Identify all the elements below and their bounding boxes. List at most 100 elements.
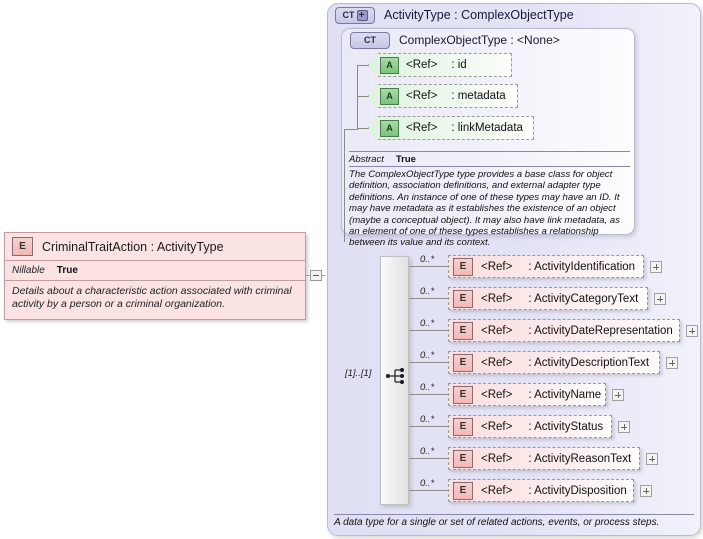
expand-button[interactable] <box>666 357 678 369</box>
cardinality-label: 0..* <box>420 350 435 361</box>
cardinality-label: 0..* <box>420 446 435 457</box>
element-badge-icon: E <box>453 417 473 436</box>
element-badge-icon: E <box>453 449 473 468</box>
attribute-row-metadata[interactable]: A <Ref> : metadata <box>368 84 518 108</box>
element-badge-icon: E <box>453 257 473 276</box>
expand-button[interactable] <box>654 293 666 305</box>
element-name: : ActivityDisposition <box>528 484 627 497</box>
attribute-name: : id <box>451 59 467 71</box>
cardinality-label: 0..* <box>420 318 435 329</box>
attribute-badge-icon: A <box>380 119 399 137</box>
sequence-cardinality-label: [1]..[1] <box>345 368 372 379</box>
element-wire <box>409 298 448 299</box>
element-description: Details about a characteristic action as… <box>12 285 292 310</box>
attribute-badge-icon: A <box>380 87 399 105</box>
element-property-nillable: Nillable True <box>5 261 305 281</box>
element-box-header: E CriminalTraitAction : ActivityType <box>5 233 305 261</box>
element-ref-label: <Ref> <box>481 356 513 369</box>
element-ref-label: <Ref> <box>481 484 513 497</box>
element-row-activityreasontext[interactable]: E <Ref> : ActivityReasonText <box>448 447 640 470</box>
expand-button[interactable] <box>646 453 658 465</box>
outer-panel-title: ActivityType : ComplexObjectType <box>384 8 574 22</box>
element-row-activitydescriptiontext[interactable]: E <Ref> : ActivityDescriptionText <box>448 351 660 374</box>
attribute-badge-icon: A <box>380 56 399 74</box>
sequence-icon <box>386 366 408 386</box>
inner-panel-description: The ComplexObjectType type provides a ba… <box>349 169 620 249</box>
attr-wire-metadata <box>357 96 369 97</box>
inner-panel-title: ComplexObjectType : <None> <box>399 33 560 47</box>
attr-tree-root-wire <box>344 129 358 130</box>
element-badge-icon: E <box>12 237 33 256</box>
inner-panel-info-block: Abstract True The ComplexObjectType type… <box>349 151 630 248</box>
element-ref-label: <Ref> <box>481 292 513 305</box>
element-wire <box>409 394 448 395</box>
element-ref-label: <Ref> <box>481 324 513 337</box>
element-row-activitystatus[interactable]: E <Ref> : ActivityStatus <box>448 415 612 438</box>
element-name: : ActivityName <box>528 388 602 401</box>
minus-icon <box>313 275 319 276</box>
element-badge-icon: E <box>453 353 473 372</box>
attribute-row-linkmetadata[interactable]: A <Ref> : linkMetadata <box>368 116 534 140</box>
element-ref-label: <Ref> <box>481 260 513 273</box>
outer-panel-title-row: CT ActivityType : ComplexObjectType <box>335 5 574 25</box>
plus-icon[interactable] <box>356 9 368 21</box>
expand-button[interactable] <box>650 261 662 273</box>
attribute-ref-label: <Ref> <box>406 59 438 71</box>
element-name: : ActivityStatus <box>528 420 604 433</box>
cardinality-label: 0..* <box>420 382 435 393</box>
abstract-value: True <box>395 153 416 165</box>
element-ref-label: <Ref> <box>481 420 513 433</box>
attribute-ref-label: <Ref> <box>406 122 438 134</box>
element-wire <box>409 490 448 491</box>
element-wire <box>409 362 448 363</box>
complextype-expandable-badge-icon[interactable]: CT <box>335 6 375 24</box>
element-row-activitydisposition[interactable]: E <Ref> : ActivityDisposition <box>448 479 634 502</box>
element-badge-icon: E <box>453 385 473 404</box>
element-wire <box>409 266 448 267</box>
attr-tree-vertical-wire <box>357 65 358 129</box>
ct-label: CT <box>364 34 376 45</box>
complextype-badge-icon[interactable]: CT <box>350 31 390 49</box>
attribute-name: : linkMetadata <box>451 122 523 134</box>
element-name: : ActivityReasonText <box>528 452 632 465</box>
cardinality-label: 0..* <box>420 286 435 297</box>
expand-button[interactable] <box>612 389 624 401</box>
attribute-row-id[interactable]: A <Ref> : id <box>368 53 512 77</box>
outer-panel-footer-description: A data type for a single or set of relat… <box>334 517 660 528</box>
attr-tree-root-vertical <box>344 129 345 242</box>
element-row-activitydaterepresentation[interactable]: E <Ref> : ActivityDateRepresentation <box>448 319 680 342</box>
element-ref-label: <Ref> <box>481 452 513 465</box>
sequence-compositor-bar[interactable] <box>380 256 409 505</box>
element-name: : ActivityDescriptionText <box>528 356 650 369</box>
element-wire <box>409 458 448 459</box>
inner-panel-title-row: CT ComplexObjectType : <None> <box>350 31 560 49</box>
element-badge-icon: E <box>453 321 473 340</box>
attr-wire-linkmetadata <box>357 128 369 129</box>
attribute-name: : metadata <box>451 90 506 102</box>
nillable-label: Nillable <box>12 265 45 276</box>
element-row-activityidentification[interactable]: E <Ref> : ActivityIdentification <box>448 255 644 278</box>
abstract-property-row: Abstract True <box>349 151 630 167</box>
element-row-activitycategorytext[interactable]: E <Ref> : ActivityCategoryText <box>448 287 648 310</box>
element-wire <box>409 426 448 427</box>
expand-button[interactable] <box>686 325 698 337</box>
element-title: CriminalTraitAction : ActivityType <box>42 239 224 254</box>
element-row-activityname[interactable]: E <Ref> : ActivityName <box>448 383 606 406</box>
element-ref-label: <Ref> <box>481 388 513 401</box>
element-name: : ActivityDateRepresentation <box>528 324 673 337</box>
element-badge-icon: E <box>453 289 473 308</box>
element-wire <box>409 330 448 331</box>
ct-label: CT <box>342 9 355 20</box>
expand-button[interactable] <box>618 421 630 433</box>
element-box-criminaltraitaction[interactable]: E CriminalTraitAction : ActivityType Nil… <box>4 232 306 320</box>
nillable-value: True <box>56 265 78 276</box>
abstract-label: Abstract <box>349 153 384 165</box>
cardinality-label: 0..* <box>420 254 435 265</box>
collapse-toggle-button[interactable] <box>310 270 322 281</box>
element-badge-icon: E <box>453 481 473 500</box>
expand-button[interactable] <box>640 485 652 497</box>
cardinality-label: 0..* <box>420 478 435 489</box>
footer-divider <box>334 514 694 515</box>
element-name: : ActivityCategoryText <box>528 292 639 305</box>
